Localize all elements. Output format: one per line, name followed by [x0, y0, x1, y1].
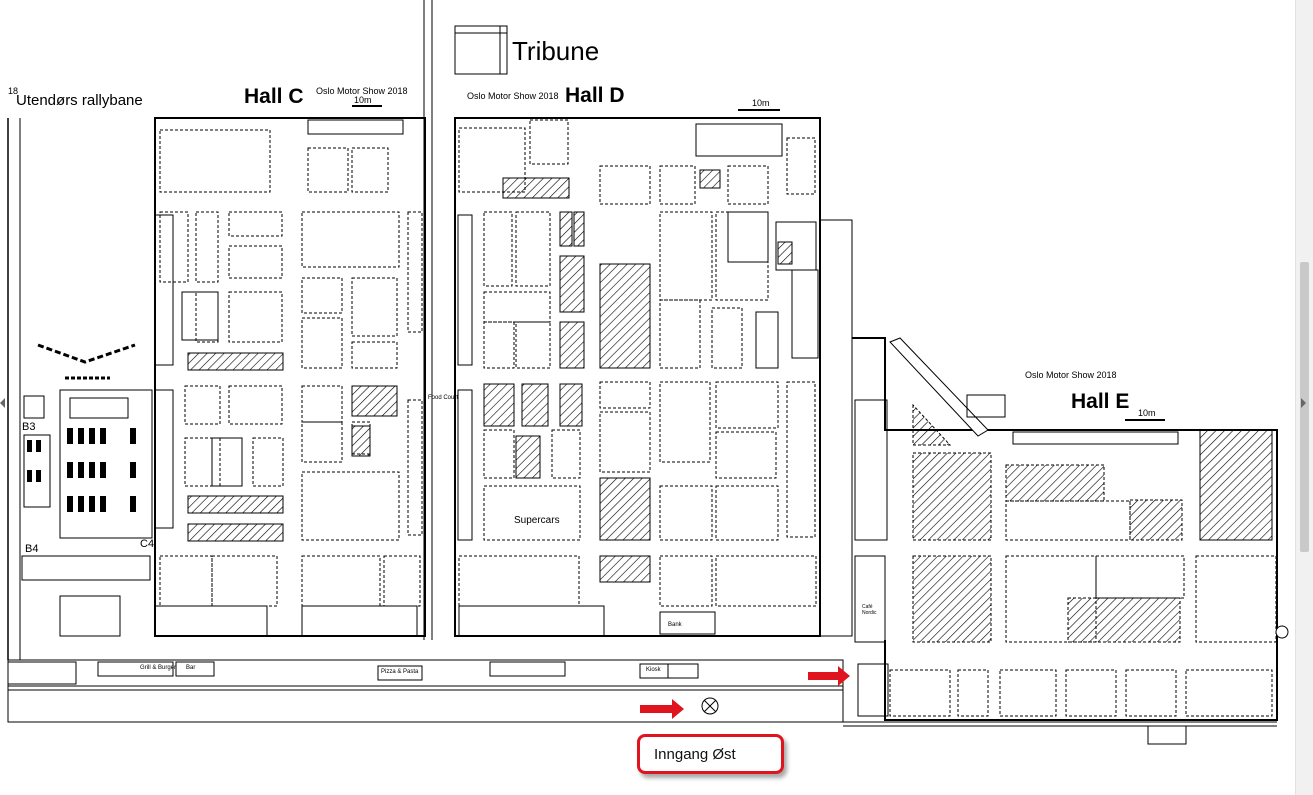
- grill-label: Grill & Burger: [140, 665, 177, 671]
- entrance-arrow-icon: [640, 699, 684, 719]
- hall-c-show: Oslo Motor Show 2018: [316, 86, 408, 96]
- hall-e-outline: [852, 337, 1278, 721]
- hall-c-outline: [154, 117, 426, 637]
- b3-label: B3: [22, 421, 36, 433]
- hall-e-label: Hall E: [1071, 390, 1130, 413]
- kiosk-label: Kiosk: [646, 667, 661, 673]
- hall-d-scale: 10m: [752, 98, 770, 108]
- bank-label: Bank: [668, 622, 682, 628]
- entrance-arrow-icon-2: [808, 666, 850, 686]
- hall-e-show: Oslo Motor Show 2018: [1025, 370, 1117, 380]
- supercars-label: Supercars: [514, 515, 560, 526]
- entrance-callout: Inngang Øst: [637, 734, 784, 774]
- outdoor-number: 18: [8, 86, 19, 96]
- scroll-left-icon[interactable]: [0, 398, 5, 408]
- scroll-right-icon[interactable]: [1301, 398, 1306, 408]
- vertical-scrollbar[interactable]: [1295, 0, 1313, 795]
- hall-e-scale: 10m: [1138, 408, 1156, 418]
- c4-label: C4: [140, 538, 155, 550]
- hall-c-label: Hall C: [244, 85, 304, 108]
- cafe-label: Café Nordic: [862, 604, 877, 616]
- pizza-label: Pizza & Pasta: [381, 669, 419, 675]
- hall-d-show: Oslo Motor Show 2018: [467, 91, 559, 101]
- tribune-label: Tribune: [512, 36, 600, 66]
- outdoor-label: Utendørs rallybane: [16, 92, 143, 109]
- entrance-label: Inngang Øst: [654, 745, 736, 763]
- hall-d-label: Hall D: [565, 84, 625, 107]
- b4-label: B4: [25, 543, 39, 555]
- tribune-box: [454, 25, 508, 75]
- bar-label: Bar: [186, 665, 196, 671]
- food-court-label: Food Court: [428, 395, 459, 401]
- hall-c-scale: 10m: [354, 95, 372, 105]
